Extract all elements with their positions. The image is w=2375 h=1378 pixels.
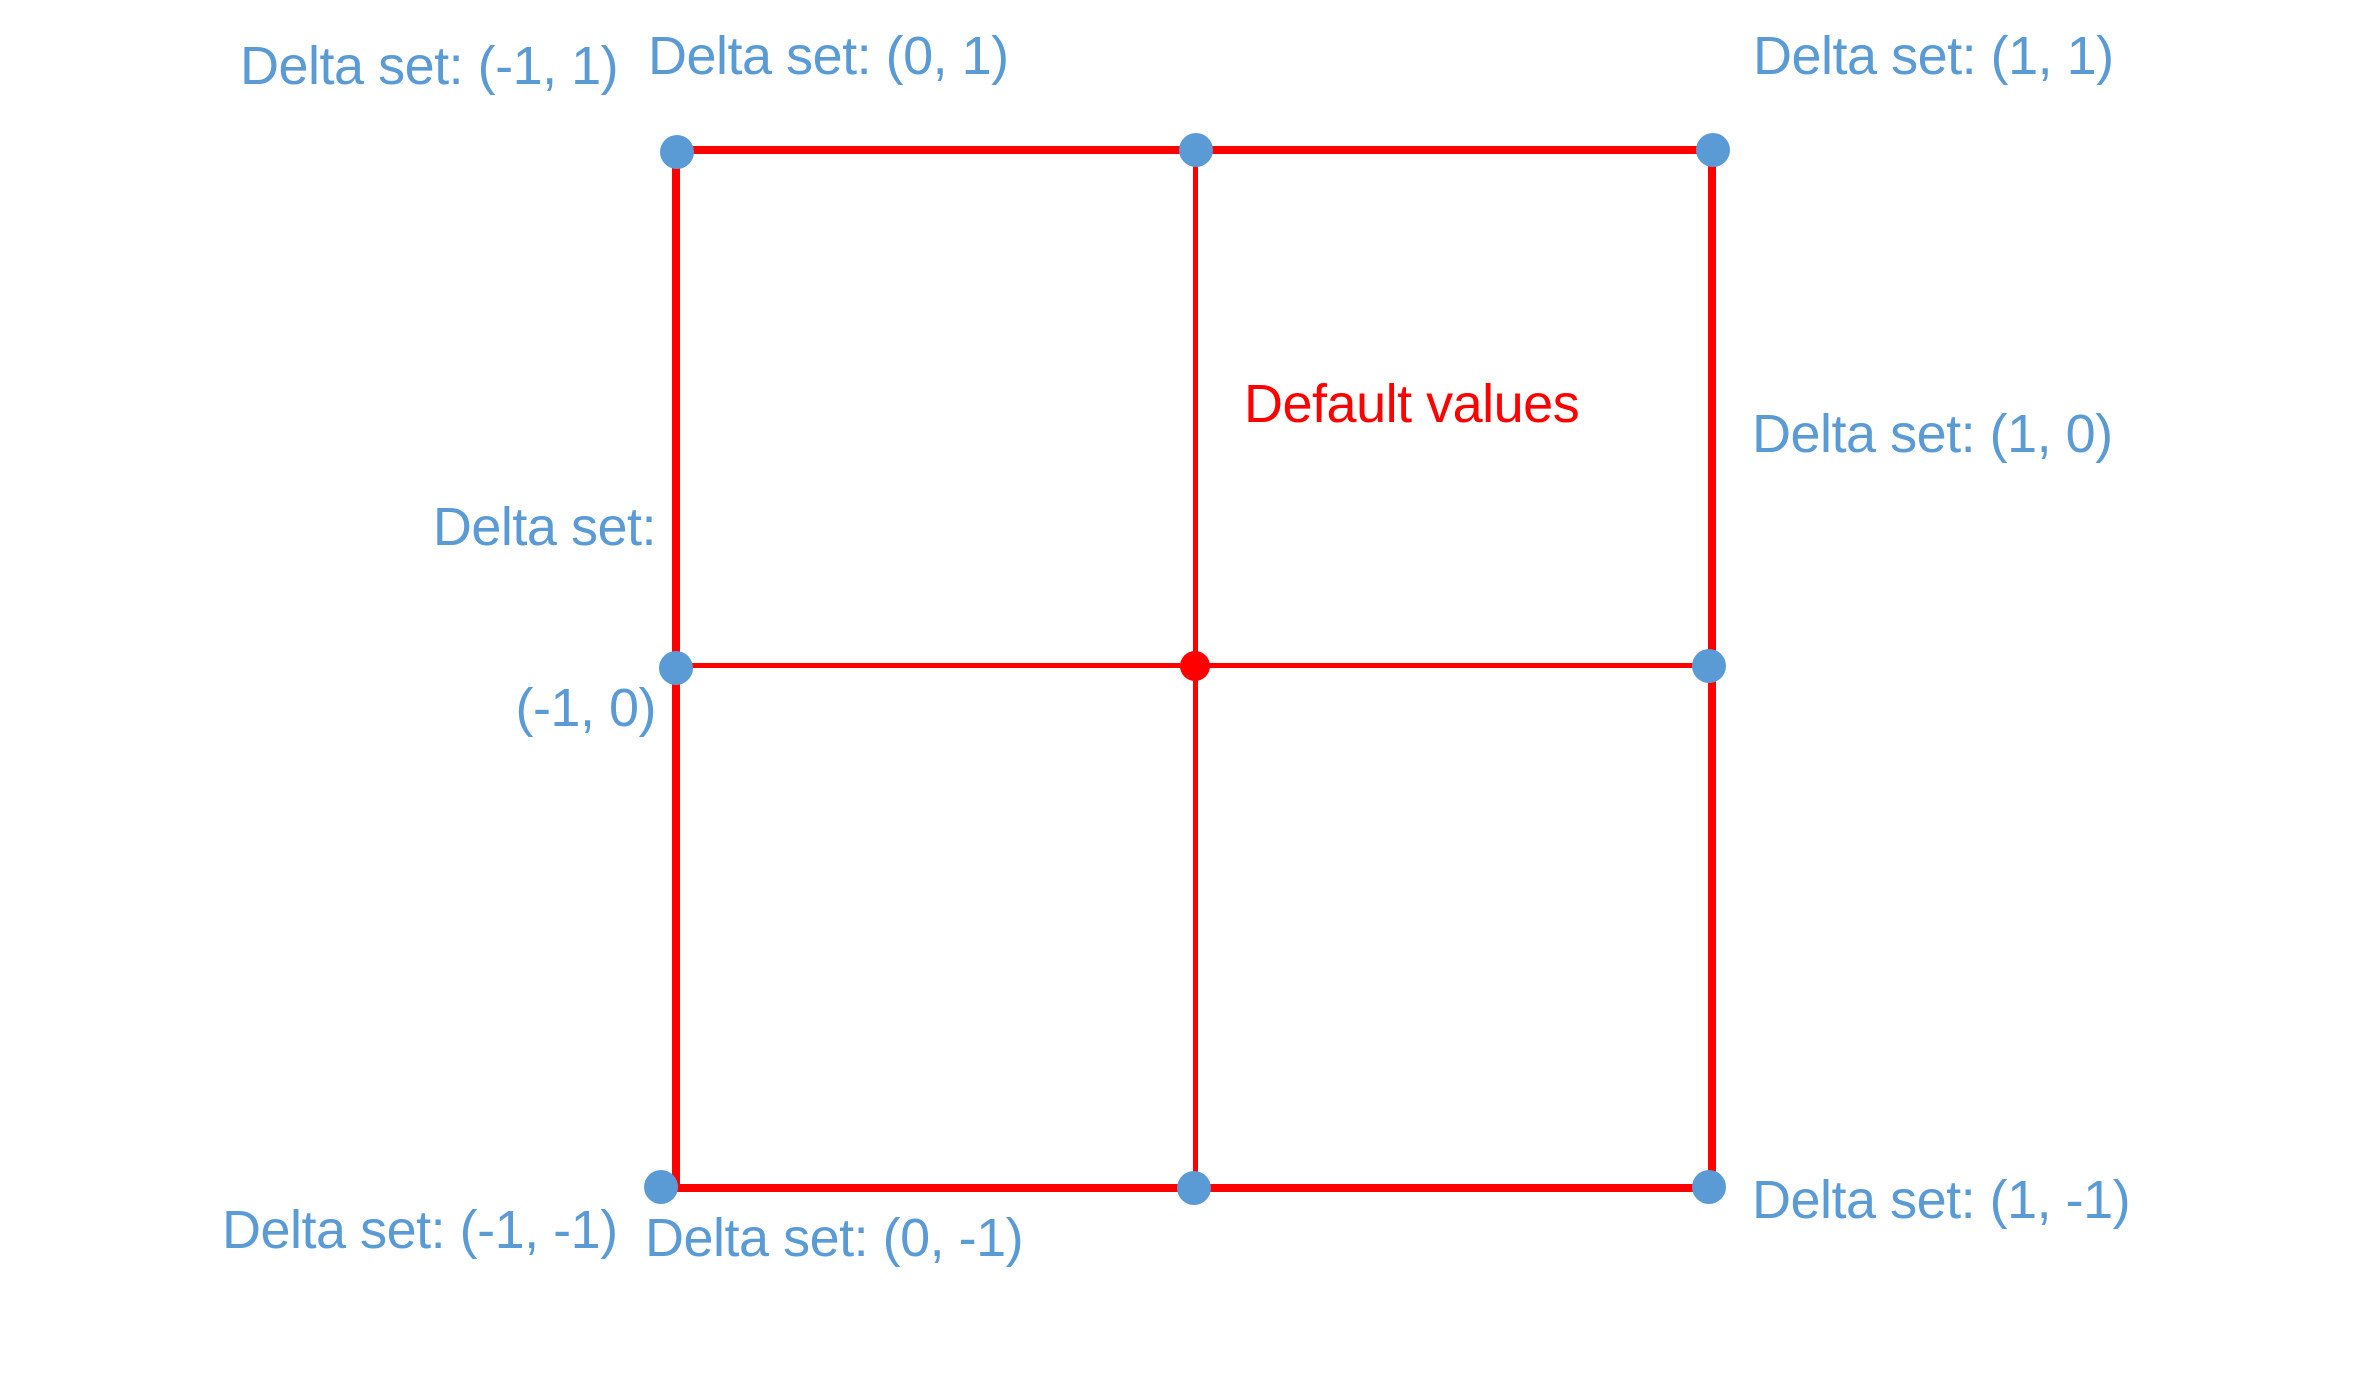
node-bottom-left[interactable] [644, 1170, 678, 1204]
label-middle-left-line2: (-1, 0) [515, 678, 656, 739]
node-top-left[interactable] [660, 135, 694, 169]
label-top-left: Delta set: (-1, 1) [240, 36, 619, 96]
label-bottom-center: Delta set: (0, -1) [645, 1208, 1024, 1268]
label-bottom-left: Delta set: (-1, -1) [222, 1200, 618, 1260]
node-bottom-center[interactable] [1177, 1171, 1211, 1205]
node-middle-left[interactable] [659, 651, 693, 685]
label-middle-right: Delta set: (1, 0) [1752, 404, 2113, 464]
label-middle-left-line1: Delta set: [432, 496, 657, 557]
node-middle-right[interactable] [1692, 649, 1726, 683]
label-center-default-values: Default values [1244, 374, 1580, 434]
label-bottom-right: Delta set: (1, -1) [1752, 1170, 2131, 1230]
node-top-center[interactable] [1179, 133, 1213, 167]
node-top-right[interactable] [1696, 133, 1730, 167]
label-top-right: Delta set: (1, 1) [1753, 26, 2114, 86]
node-bottom-right[interactable] [1692, 1170, 1726, 1204]
node-center-default[interactable] [1180, 651, 1210, 681]
label-middle-left: Delta set: (-1, 0) [256, 376, 657, 860]
label-top-center: Delta set: (0, 1) [648, 26, 1009, 86]
